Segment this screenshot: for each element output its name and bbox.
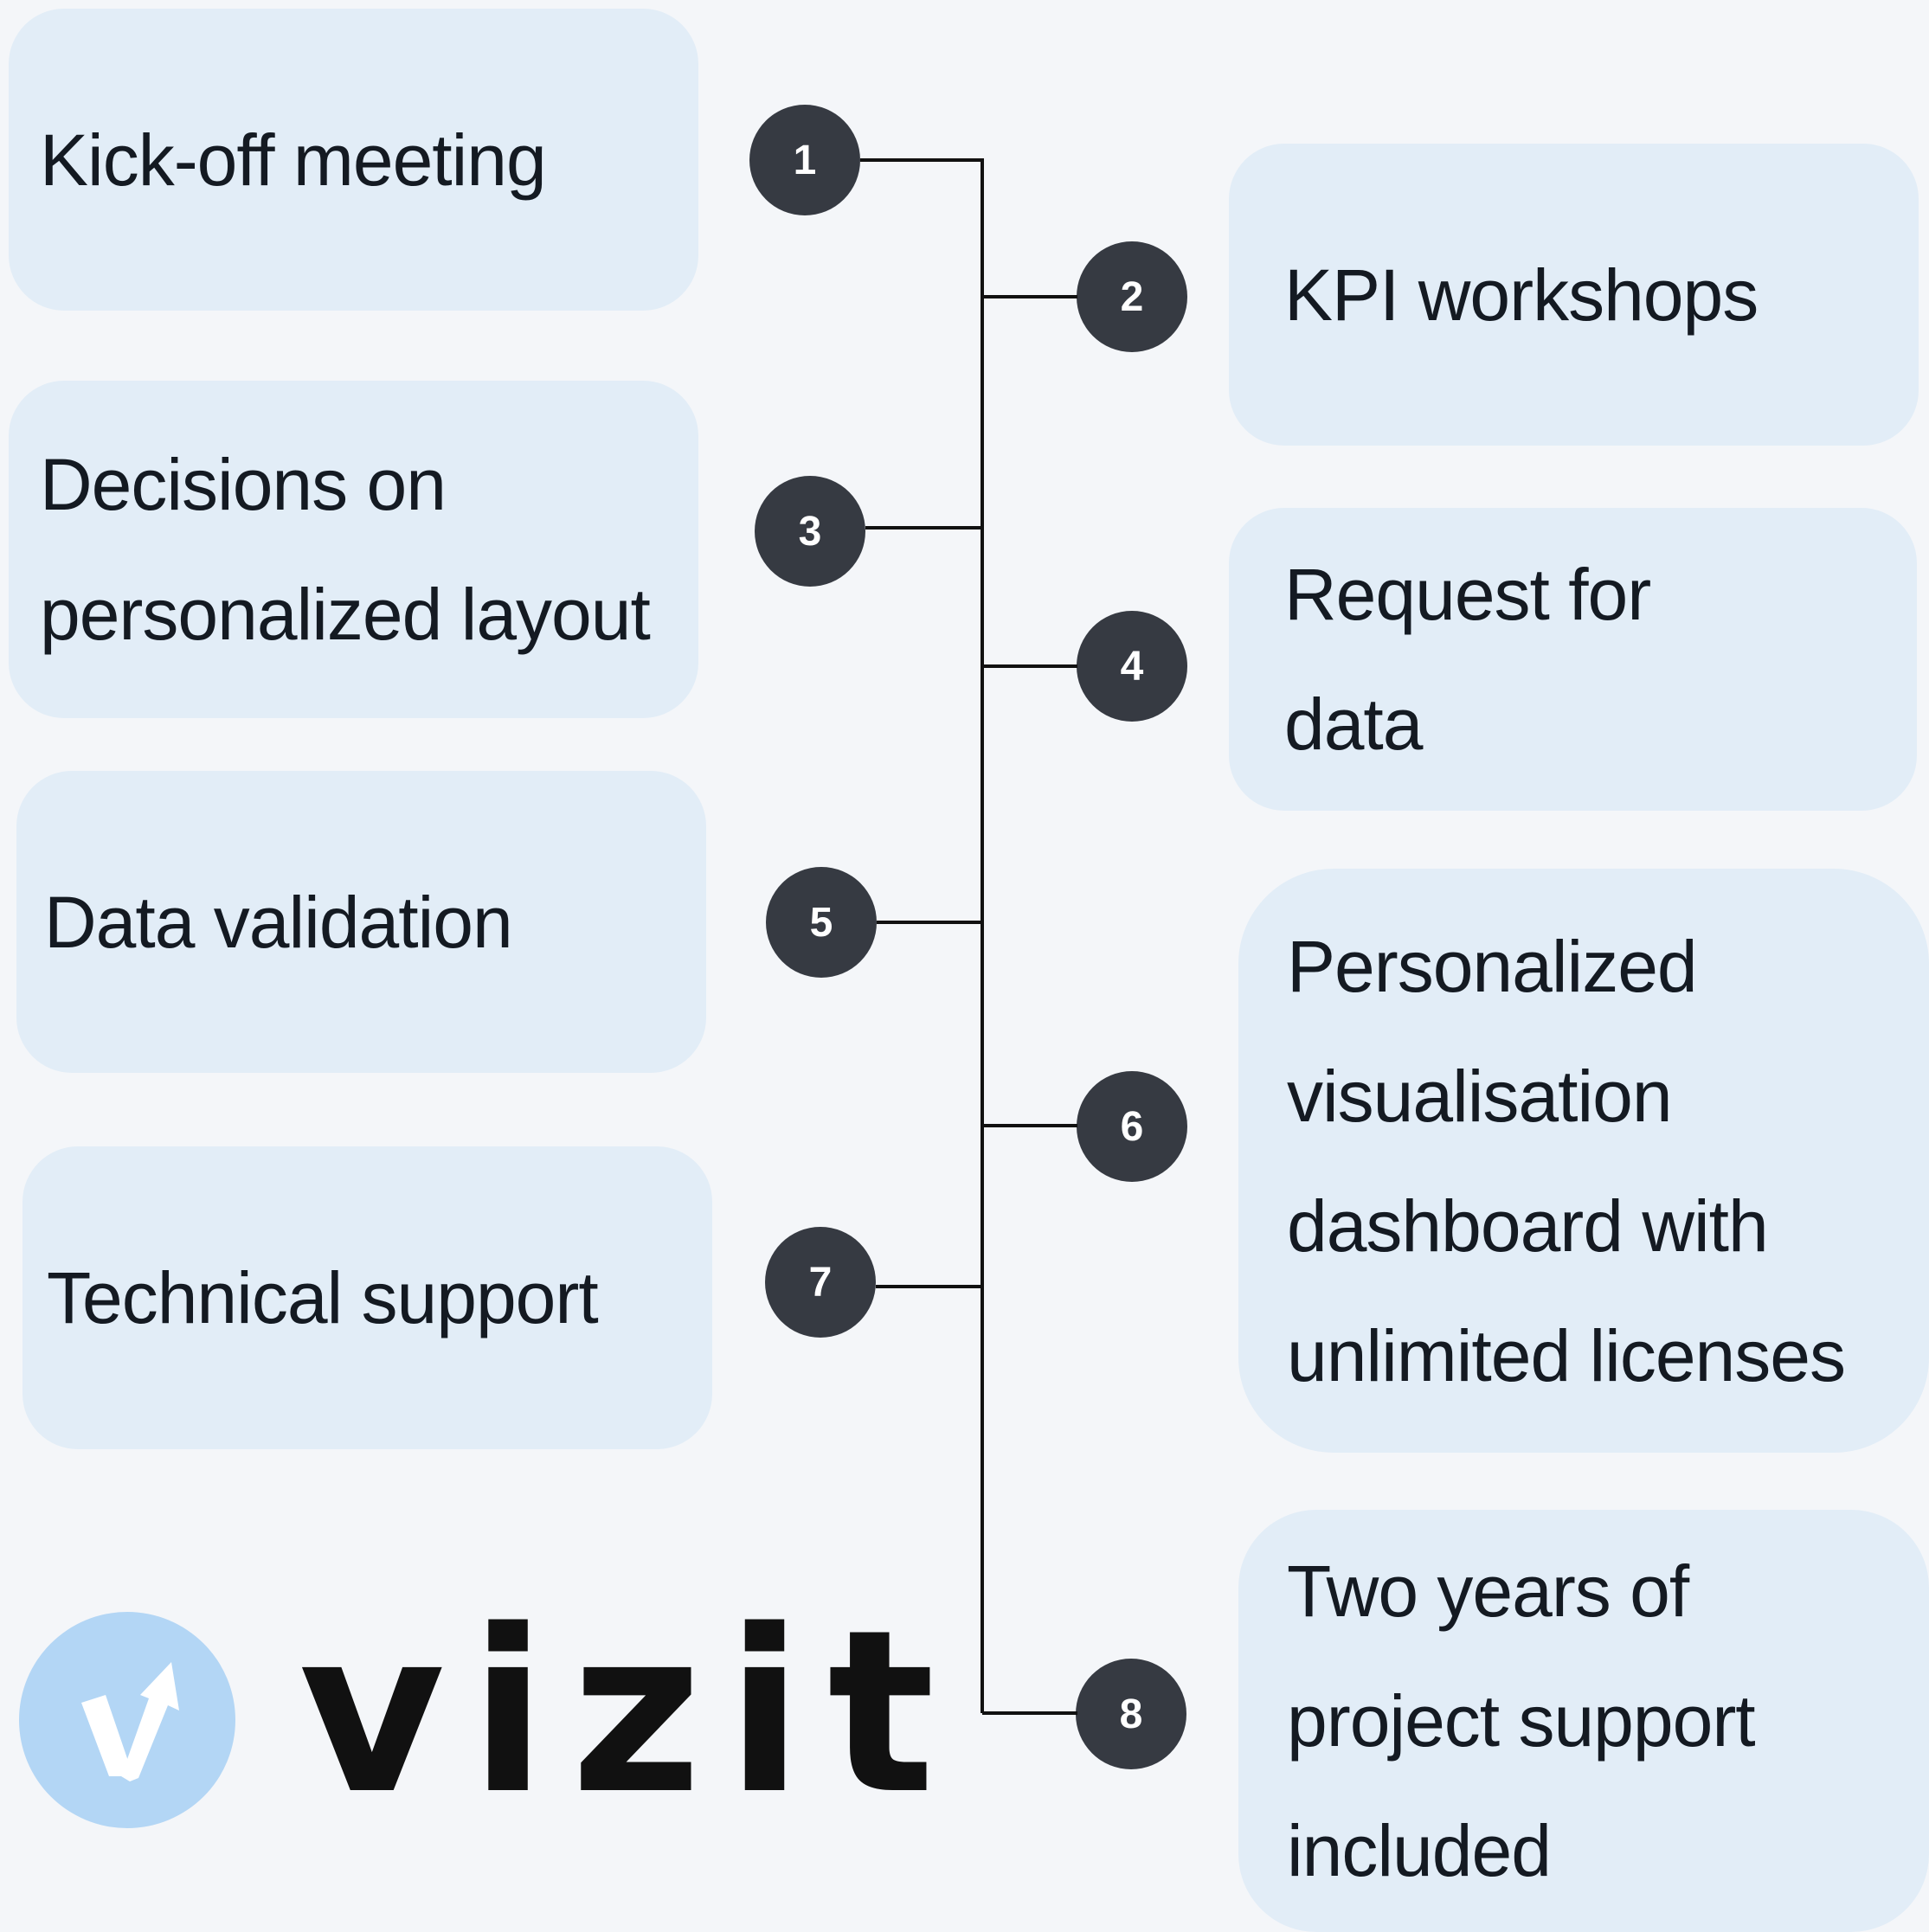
step-4-badge: 4: [1077, 611, 1187, 722]
step-7-connector: [876, 1285, 982, 1288]
step-6-box: Personalized visualisation dashboard wit…: [1238, 869, 1929, 1453]
step-6-connector: [982, 1124, 1077, 1127]
step-8-label: Two years of project support included: [1287, 1550, 1756, 1891]
step-1-box: Kick-off meeting: [9, 9, 698, 311]
step-5-badge: 5: [766, 867, 877, 978]
step-1-badge: 1: [749, 105, 860, 215]
step-7-badge: 7: [765, 1227, 876, 1338]
step-4-box: Request for data: [1229, 508, 1917, 811]
step-7-label: Technical support: [47, 1257, 599, 1338]
step-5-connector: [877, 921, 982, 924]
step-4-label: Request for data: [1284, 554, 1651, 765]
step-6-label: Personalized visualisation dashboard wit…: [1287, 925, 1846, 1396]
step-1-label: Kick-off meeting: [40, 119, 547, 201]
logo-wordmark: vizit: [299, 1582, 960, 1844]
step-3-badge: 3: [755, 476, 865, 587]
step-3-label: Decisions on personalized layout: [40, 444, 651, 655]
step-8-box: Two years of project support included: [1238, 1510, 1929, 1932]
timeline-spine: [981, 158, 984, 1713]
step-7-box: Technical support: [23, 1146, 712, 1449]
step-8-connector: [982, 1711, 1077, 1715]
step-3-connector: [865, 526, 982, 530]
step-5-box: Data validation: [16, 771, 706, 1073]
step-3-box: Decisions on personalized layout: [9, 381, 698, 718]
step-2-connector: [982, 295, 1077, 298]
step-8-badge: 8: [1076, 1659, 1186, 1769]
step-4-connector: [982, 664, 1077, 668]
step-2-label: KPI workshops: [1284, 254, 1759, 336]
step-2-box: KPI workshops: [1229, 144, 1919, 446]
step-6-badge: 6: [1077, 1071, 1187, 1182]
step-2-badge: 2: [1077, 241, 1187, 352]
step-5-label: Data validation: [44, 881, 513, 963]
check-arrow-icon: [81, 1662, 179, 1781]
step-1-connector: [860, 158, 982, 162]
logo-badge: [19, 1612, 235, 1828]
